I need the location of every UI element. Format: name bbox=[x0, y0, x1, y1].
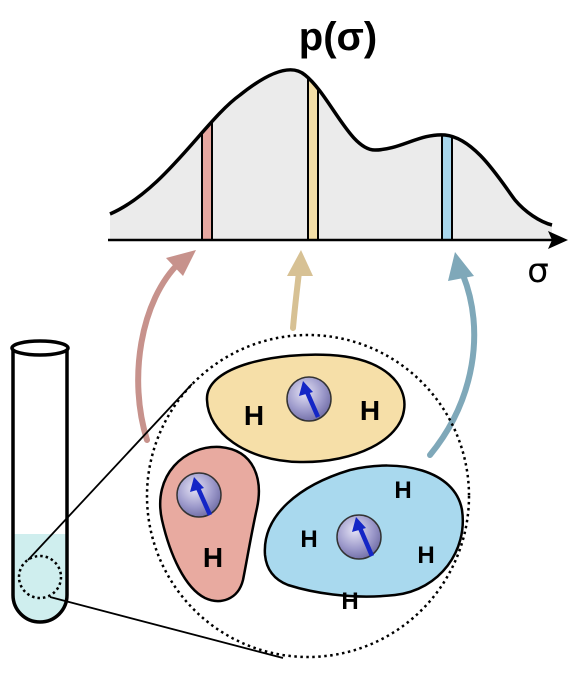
axis-arrowhead bbox=[548, 231, 568, 249]
spin-arrowhead bbox=[190, 477, 204, 492]
spin-arrowhead bbox=[299, 381, 313, 396]
atom-label: H bbox=[244, 400, 264, 431]
curve-line bbox=[109, 68, 553, 227]
mapping-arrows bbox=[135, 250, 478, 458]
tube-body bbox=[11, 350, 69, 624]
distribution-title: p(σ) bbox=[299, 15, 377, 59]
red-shielding-band bbox=[201, 69, 213, 241]
yellow-arrow bbox=[290, 269, 302, 331]
spin-arrowhead bbox=[352, 517, 366, 532]
yellow-arrowhead bbox=[287, 250, 313, 276]
blue-molecule: H H H H bbox=[263, 464, 465, 615]
atom-label: H bbox=[341, 588, 358, 615]
blue-shielding-band bbox=[441, 69, 453, 241]
red-arrowhead bbox=[166, 250, 196, 276]
atom-label: H bbox=[394, 477, 411, 504]
test-tube bbox=[10, 339, 70, 624]
red-molecule: H bbox=[159, 445, 261, 603]
shielding-distribution-curve bbox=[109, 68, 553, 241]
atom-label: H bbox=[203, 542, 223, 573]
spin-arrow bbox=[304, 391, 321, 418]
solution-fill bbox=[13, 534, 67, 622]
yellow-shielding-band bbox=[307, 69, 319, 241]
curve-area bbox=[110, 69, 552, 241]
magnified-view bbox=[145, 333, 471, 659]
blue-arrowhead bbox=[448, 252, 474, 281]
tube-opening bbox=[10, 339, 70, 357]
atom-label: H bbox=[417, 542, 434, 569]
yellow-molecule: H H bbox=[205, 353, 406, 464]
spin-arrow bbox=[357, 527, 375, 557]
zoom-region bbox=[17, 554, 63, 600]
axis-label: σ bbox=[527, 251, 549, 291]
atom-label: H bbox=[360, 395, 380, 426]
spin-arrow bbox=[195, 487, 213, 516]
zoom-line-upper bbox=[27, 383, 193, 561]
atom-label: H bbox=[300, 526, 317, 553]
red-arrow bbox=[135, 259, 183, 443]
sigma-axis: σ bbox=[108, 231, 568, 291]
blue-arrow bbox=[427, 272, 478, 458]
zoom-line-lower bbox=[49, 596, 284, 659]
